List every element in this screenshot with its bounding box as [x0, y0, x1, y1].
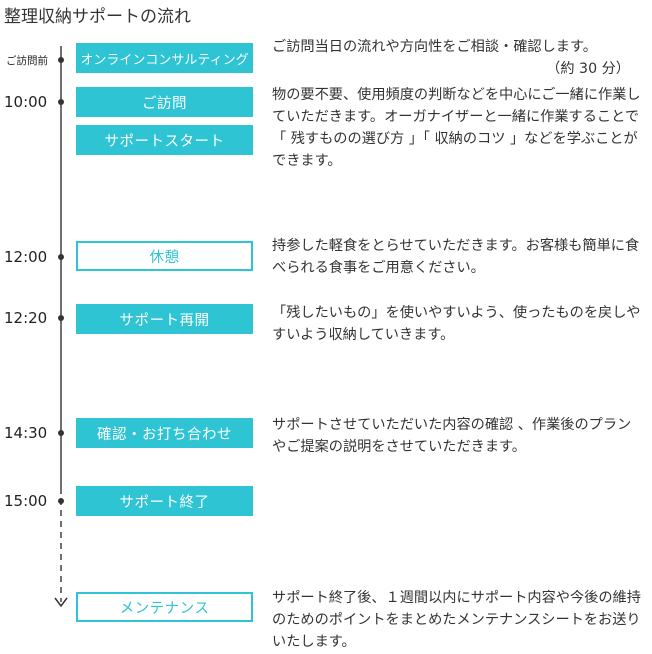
step-description: サポート終了後、１週間以内にサポート内容や今後の維持のためのポイントをまとめたメ… — [272, 590, 641, 650]
page-title: 整理収納サポートの流れ — [4, 7, 191, 27]
step-description: 持参した軽食をとらせていただきます。お客様も簡単に食べられる食事をご用意ください… — [272, 238, 640, 276]
time-label: 12:20 — [4, 309, 48, 327]
step-support-start: サポートスタート — [76, 125, 253, 155]
dot-icon — [58, 430, 64, 436]
step-description: ご訪問当日の流れや方向性をご相談・確認します。 （約 30 分） — [272, 36, 644, 80]
dot-icon — [58, 99, 64, 105]
step-confirmation-meeting: 確認・お打ち合わせ — [76, 418, 253, 448]
step-description: サポートさせていただいた内容の確認 、作業後のプランやご提案の説明をさせていただ… — [272, 417, 632, 455]
step-visit: ご訪問 — [76, 87, 253, 117]
time-label: ご訪問前 — [6, 55, 48, 67]
step-support-resume: サポート再開 — [76, 304, 253, 334]
time-label: 10:00 — [4, 93, 48, 111]
time-label: 15:00 — [4, 492, 48, 510]
duration-note: （約 30 分） — [546, 61, 630, 77]
dot-icon — [58, 315, 64, 321]
step-support-end: サポート終了 — [76, 486, 253, 516]
time-label: 12:00 — [4, 248, 48, 266]
step-maintenance: メンテナンス — [76, 592, 253, 622]
step-description: 「残したいもの」を使いやすいよう、使ったものを戻しやすいよう収納していきます。 — [272, 305, 641, 343]
step-description: 物の要不要、使用頻度の判断などを中心にご一緒に作業していただきます。オーガナイザ… — [272, 87, 641, 169]
dot-icon — [58, 57, 64, 63]
dot-icon — [58, 254, 64, 260]
description-text: ご訪問当日の流れや方向性をご相談・確認します。 — [272, 39, 597, 55]
step-break: 休憩 — [76, 241, 253, 271]
time-label: 14:30 — [4, 424, 48, 442]
arrow-down-icon — [54, 597, 68, 608]
dot-icon — [58, 498, 64, 504]
step-online-consulting: オンラインコンサルティング — [76, 43, 253, 73]
